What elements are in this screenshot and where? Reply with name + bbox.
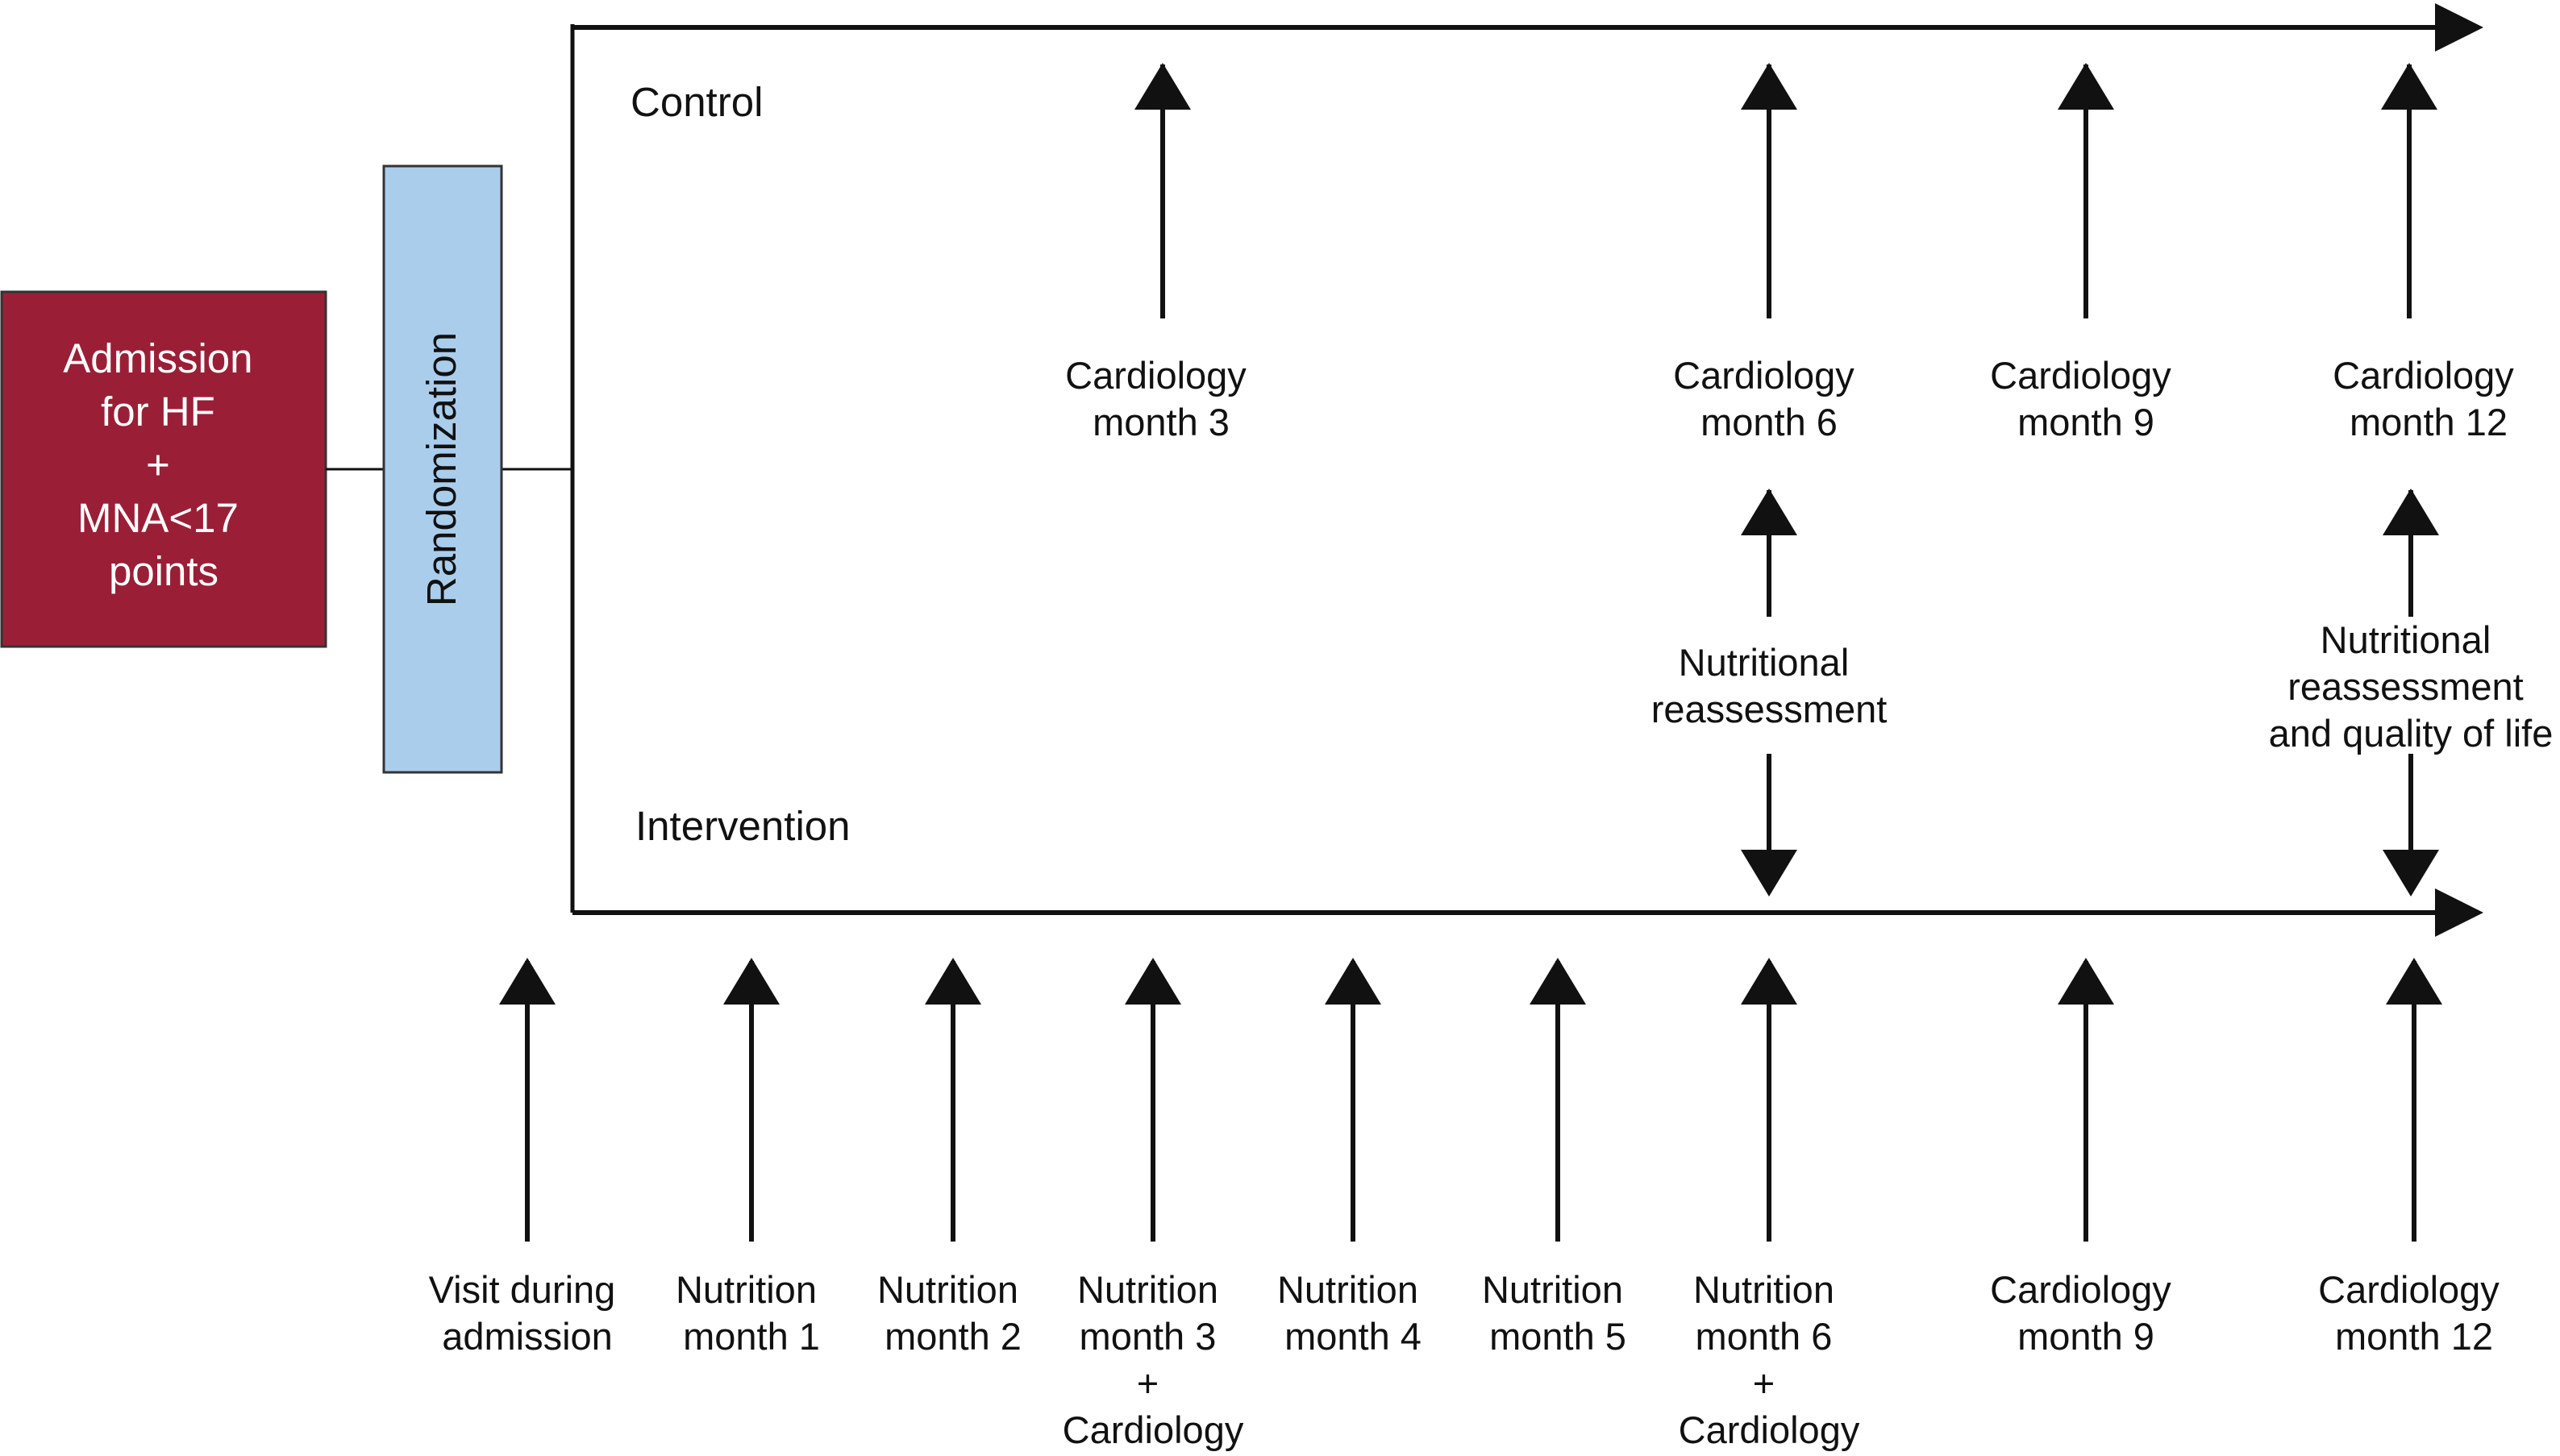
arrowhead <box>2058 63 2114 110</box>
admission-line: for HF <box>101 389 215 435</box>
control-event-label: Cardiology month 12 <box>2333 354 2525 443</box>
control-event: Cardiology month 6 <box>1673 63 1865 443</box>
intervention-event: Visit during admission <box>429 958 626 1358</box>
arrowhead <box>1741 850 1797 896</box>
control-event-label: Cardiology month 9 <box>1990 354 2182 443</box>
intervention-label: Intervention <box>635 803 851 849</box>
intervention-event: Cardiology month 12 <box>2318 958 2510 1358</box>
arrowhead <box>2386 958 2442 1005</box>
control-label: Control <box>631 79 763 125</box>
intervention-timeline: Intervention <box>572 803 2483 937</box>
intervention-event-label: Visit during admission <box>429 1268 626 1358</box>
shared-assessment: Nutritional reassessment <box>1651 489 1888 896</box>
intervention-event: Nutrition month 2 <box>877 958 1029 1358</box>
intervention-event: Nutrition month 1 <box>676 958 827 1358</box>
intervention-event: Nutrition month 3 + Cardiology <box>1063 958 1244 1451</box>
shared-assessment: Nutritional reassessment and quality of … <box>2269 489 2554 896</box>
intervention-event: Cardiology month 9 <box>1990 958 2182 1358</box>
control-event-label: Cardiology month 3 <box>1065 354 1257 443</box>
arrowhead <box>723 958 780 1005</box>
control-event: Cardiology month 9 <box>1990 63 2182 443</box>
randomization-box: Randomization <box>382 164 503 774</box>
intervention-event: Nutrition month 4 <box>1277 958 1429 1358</box>
arrowhead <box>1741 958 1797 1005</box>
control-event: Cardiology month 3 <box>1065 63 1257 443</box>
intervention-event-label: Nutrition month 3 + Cardiology <box>1063 1268 1244 1451</box>
intervention-event: Nutrition month 5 <box>1482 958 1634 1358</box>
arrowhead <box>1741 63 1797 110</box>
admission-line: MNA<17 <box>77 495 239 541</box>
control-timeline-arrowhead <box>2435 3 2483 52</box>
shared-assessment-label: Nutritional reassessment and quality of … <box>2269 618 2554 755</box>
arrowhead <box>2381 63 2437 110</box>
admission-line: points <box>109 548 219 594</box>
arrowhead <box>1741 489 1797 535</box>
randomization-label: Randomization <box>418 332 464 606</box>
arrowhead <box>2058 958 2114 1005</box>
intervention-event: Nutrition month 6 + Cardiology <box>1679 958 1860 1451</box>
arrowhead <box>925 958 981 1005</box>
intervention-event-label: Nutrition month 5 <box>1482 1268 1634 1358</box>
intervention-event-label: Nutrition month 6 + Cardiology <box>1679 1268 1860 1451</box>
control-timeline: Control <box>572 3 2483 125</box>
arrowhead <box>1530 958 1586 1005</box>
admission-line: + <box>146 442 170 488</box>
intervention-event-label: Cardiology month 12 <box>2318 1268 2510 1358</box>
arrowhead <box>1325 958 1381 1005</box>
intervention-event-label: Nutrition month 4 <box>1277 1268 1429 1358</box>
arrowhead <box>1125 958 1181 1005</box>
admission-box: Admission for HF + MNA<17 points <box>0 290 327 648</box>
arrowhead <box>499 958 556 1005</box>
admission-label: Admission for HF + MNA<17 points <box>63 335 264 594</box>
intervention-event-label: Cardiology month 9 <box>1990 1268 2182 1358</box>
arrowhead <box>1134 63 1191 110</box>
intervention-event-label: Nutrition month 2 <box>877 1268 1029 1358</box>
control-event-label: Cardiology month 6 <box>1673 354 1865 443</box>
control-event: Cardiology month 12 <box>2333 63 2525 443</box>
intervention-timeline-arrowhead <box>2435 888 2483 937</box>
intervention-event-label: Nutrition month 1 <box>676 1268 827 1358</box>
admission-line: Admission <box>63 335 252 381</box>
arrowhead <box>2383 850 2439 896</box>
shared-assessment-label: Nutritional reassessment <box>1651 641 1888 730</box>
arrowhead <box>2383 489 2439 535</box>
